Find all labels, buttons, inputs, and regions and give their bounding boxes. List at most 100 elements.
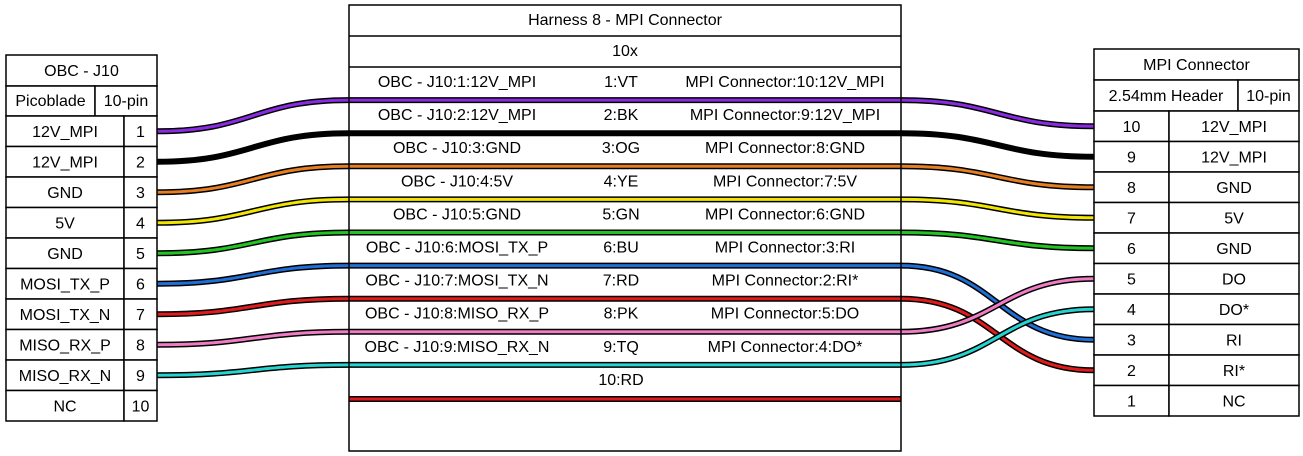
left-pin-label-cell <box>5 389 125 422</box>
wire-to-label: MPI Connector:8:GND <box>705 140 865 157</box>
left-pin-label: 12V_MPI <box>32 155 98 172</box>
right-pin-number: 1 <box>1127 394 1136 411</box>
wire-from-label: OBC - J10:2:12V_MPI <box>378 107 536 124</box>
wire-to-label: MPI Connector:4:DO* <box>708 339 863 356</box>
right-pin-number: 3 <box>1127 333 1136 350</box>
left-pin-number: 8 <box>136 338 145 355</box>
right-pin-number: 8 <box>1127 180 1136 197</box>
right-pin-number: 4 <box>1127 302 1136 319</box>
left-pin-number: 1 <box>136 124 145 141</box>
right-pin-label: 5V <box>1224 211 1244 228</box>
wire-from-label: OBC - J10:9:MISO_RX_N <box>365 339 550 356</box>
right-pin-number: 7 <box>1127 211 1136 228</box>
wire-to-label: MPI Connector:3:RI <box>715 240 856 257</box>
right-pin-label: GND <box>1216 241 1252 258</box>
right-pin-label: DO <box>1222 272 1246 289</box>
wire-to-label: MPI Connector:6:GND <box>705 206 865 223</box>
left-pin-label: MISO_RX_N <box>19 368 111 385</box>
right-pin-number-cell <box>1093 232 1170 265</box>
right-pin-label: DO* <box>1219 302 1249 319</box>
left-pin-number: 3 <box>136 185 145 202</box>
right-pin-label-cell <box>1168 262 1300 295</box>
wire-color-code: 5:GN <box>602 206 639 223</box>
wire-5 <box>156 231 1095 255</box>
wire-color-code: 10:RD <box>598 372 643 389</box>
wire-color-code: 6:BU <box>603 240 639 257</box>
left-pincount-cell <box>94 85 158 117</box>
left-pin-label-cell <box>5 298 125 331</box>
left-pin-number-cell <box>123 176 158 209</box>
left-pin-number: 5 <box>136 246 145 263</box>
wire-to-label: MPI Connector:7:5V <box>713 173 857 190</box>
left-pin-number-cell <box>123 145 158 178</box>
wire-color-code: 2:BK <box>604 107 639 124</box>
harness-labels: OBC - J10:1:12V_MPI 1:VT MPI Connector:10:… <box>365 74 885 389</box>
wire-4 <box>156 197 1095 225</box>
wire-color-code: 1:VT <box>604 74 638 91</box>
right-pin-label-cell <box>1168 171 1300 204</box>
right-connector-type: 2.54mm Header <box>1109 88 1224 105</box>
left-pin-label-cell <box>5 359 125 392</box>
left-pin-label: NC <box>53 399 76 416</box>
left-pin-label-cell <box>5 176 125 209</box>
left-pin-number-cell <box>123 115 158 148</box>
right-pin-number: 10 <box>1123 119 1141 136</box>
wire-from-label: OBC - J10:1:12V_MPI <box>378 74 536 91</box>
wire-color-code: 7:RD <box>603 273 639 290</box>
right-connector-pincount: 10-pin <box>1246 88 1290 105</box>
right-pin-number: 6 <box>1127 241 1136 258</box>
right-pin-label-cell <box>1168 201 1300 234</box>
right-pin-label: 12V_MPI <box>1201 150 1267 167</box>
wire-color-code: 9:TQ <box>603 339 639 356</box>
left-connector-pincount: 10-pin <box>104 93 148 110</box>
harness: Harness 8 - MPI Connector 10x OBC - J10:… <box>348 4 902 452</box>
left-pin-label: MISO_RX_P <box>19 338 111 355</box>
wire-from-label: OBC - J10:4:5V <box>401 173 513 190</box>
wire-to-label: MPI Connector:9:12V_MPI <box>690 107 880 124</box>
left-type-cell <box>5 85 96 117</box>
wire-to-label: MPI Connector:10:12V_MPI <box>685 74 884 91</box>
right-pin-number: 5 <box>1127 272 1136 289</box>
left-pin-label: MOSI_TX_P <box>20 277 110 294</box>
left-connector-title: OBC - J10 <box>44 63 119 80</box>
left-connector: OBC - J10 Picoblade 10-pin 12V_MPI 1 12V_M… <box>5 54 158 422</box>
right-pin-label-cell <box>1168 140 1300 173</box>
right-connector-title: MPI Connector <box>1143 57 1250 74</box>
right-pin-label: 12V_MPI <box>1201 119 1267 136</box>
left-pin-number: 4 <box>136 216 145 233</box>
right-pin-number: 9 <box>1127 150 1136 167</box>
right-pin-number-cell <box>1093 262 1170 295</box>
harness-frame <box>348 4 902 452</box>
left-pin-number: 2 <box>136 155 145 172</box>
wire-1 <box>156 98 1095 133</box>
wire-2 <box>156 131 1095 164</box>
left-pin-label: 5V <box>55 216 75 233</box>
harness-count: 10x <box>612 43 638 60</box>
wire-from-label: OBC - J10:3:GND <box>393 140 521 157</box>
left-pin-number: 6 <box>136 277 145 294</box>
wire-color-code: 3:OG <box>602 140 640 157</box>
left-pin-label-cell <box>5 267 125 300</box>
right-pin-label-cell <box>1168 293 1300 326</box>
left-connector-type: Picoblade <box>15 93 85 110</box>
right-pin-label-cell <box>1168 110 1300 143</box>
right-pin-number-cell <box>1093 110 1170 143</box>
left-pin-number: 7 <box>136 307 145 324</box>
right-pin-number-cell <box>1093 293 1170 326</box>
left-pin-label: 12V_MPI <box>32 124 98 141</box>
wire-from-label: OBC - J10:8:MISO_RX_P <box>365 306 549 323</box>
wire-from-label: OBC - J10:5:GND <box>393 206 521 223</box>
harness-title: Harness 8 - MPI Connector <box>528 12 723 29</box>
right-pin-number-cell <box>1093 384 1170 417</box>
right-pin-label: NC <box>1222 394 1245 411</box>
wire-color-code: 8:PK <box>604 306 639 323</box>
right-pin-label-cell <box>1168 384 1300 417</box>
wire-from-label: OBC - J10:7:MOSI_TX_N <box>365 273 548 290</box>
left-pin-label: GND <box>47 246 83 263</box>
right-title-cell <box>1093 48 1300 81</box>
wire-to-label: MPI Connector:5:DO <box>711 306 860 323</box>
left-pin-number: 9 <box>136 368 145 385</box>
right-pincount-cell <box>1237 79 1300 112</box>
wire-color-code: 4:YE <box>604 173 639 190</box>
